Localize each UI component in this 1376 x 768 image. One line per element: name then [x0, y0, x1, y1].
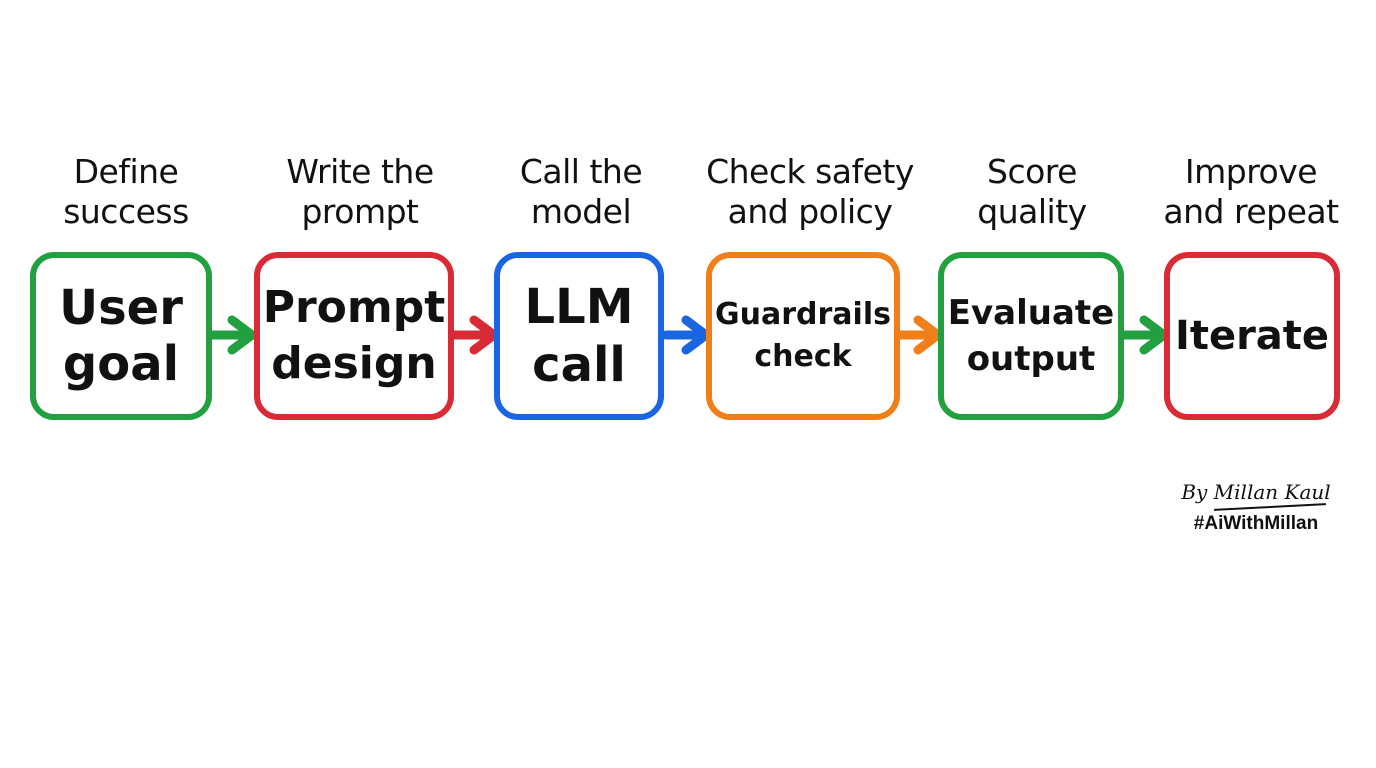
- author-hashtag: #AiWithMillan: [1193, 513, 1319, 534]
- step-1-label-line-1: User: [59, 280, 183, 336]
- step-2-caption-line-1: Write the: [286, 152, 434, 191]
- step-4-label-line-1: Guardrails: [715, 297, 891, 332]
- step-4-caption-line-1: Check safety: [706, 152, 914, 191]
- step-4-box: Guardrails check: [706, 252, 900, 420]
- arrow-5-icon: [1120, 315, 1169, 355]
- arrow-2-icon: [450, 315, 499, 355]
- author-signature: By Millan Kaul #AiWithMillan: [1168, 478, 1344, 536]
- step-1-label-line-2: goal: [62, 336, 180, 392]
- step-5-caption-line-1: Score: [987, 152, 1077, 191]
- step-2-label-line-1: Prompt: [262, 282, 446, 333]
- arrow-1-icon: [208, 315, 257, 355]
- arrow-4-icon: [894, 315, 943, 355]
- step-4-caption-line-2: and policy: [727, 192, 893, 231]
- step-1-caption: Define success: [6, 152, 246, 232]
- step-5-caption: Score quality: [912, 152, 1152, 232]
- step-4-caption: Check safety and policy: [690, 152, 930, 232]
- step-2-caption-line-2: prompt: [301, 192, 419, 231]
- step-1-caption-line-2: success: [63, 192, 189, 231]
- step-3-box: LLM call: [494, 252, 664, 420]
- step-5-caption-line-2: quality: [977, 192, 1087, 231]
- step-6-label-line-1: Iterate: [1174, 313, 1330, 359]
- step-6-box: Iterate: [1164, 252, 1340, 420]
- step-1-box: User goal: [30, 252, 212, 420]
- step-3-caption-line-1: Call the: [519, 152, 643, 191]
- step-6-caption-line-2: and repeat: [1163, 192, 1339, 231]
- step-5-label-line-1: Evaluate: [947, 293, 1115, 333]
- step-6-caption: Improve and repeat: [1131, 152, 1371, 232]
- step-2-label-line-2: design: [271, 338, 437, 389]
- author-name: By Millan Kaul: [1181, 480, 1331, 504]
- step-3-caption: Call the model: [461, 152, 701, 232]
- step-5-box: Evaluate output: [938, 252, 1124, 420]
- step-2-box: Prompt design: [254, 252, 454, 420]
- step-3-label-line-1: LLM: [524, 279, 634, 335]
- step-2-caption: Write the prompt: [240, 152, 480, 232]
- arrow-3-icon: [662, 315, 711, 355]
- step-1-caption-line-1: Define: [73, 152, 179, 191]
- step-5-label-line-2: output: [966, 339, 1096, 379]
- step-3-caption-line-2: model: [530, 192, 632, 231]
- step-3-label-line-2: call: [532, 337, 626, 393]
- step-4-label-line-2: check: [754, 339, 852, 374]
- step-6-caption-line-1: Improve: [1184, 152, 1318, 191]
